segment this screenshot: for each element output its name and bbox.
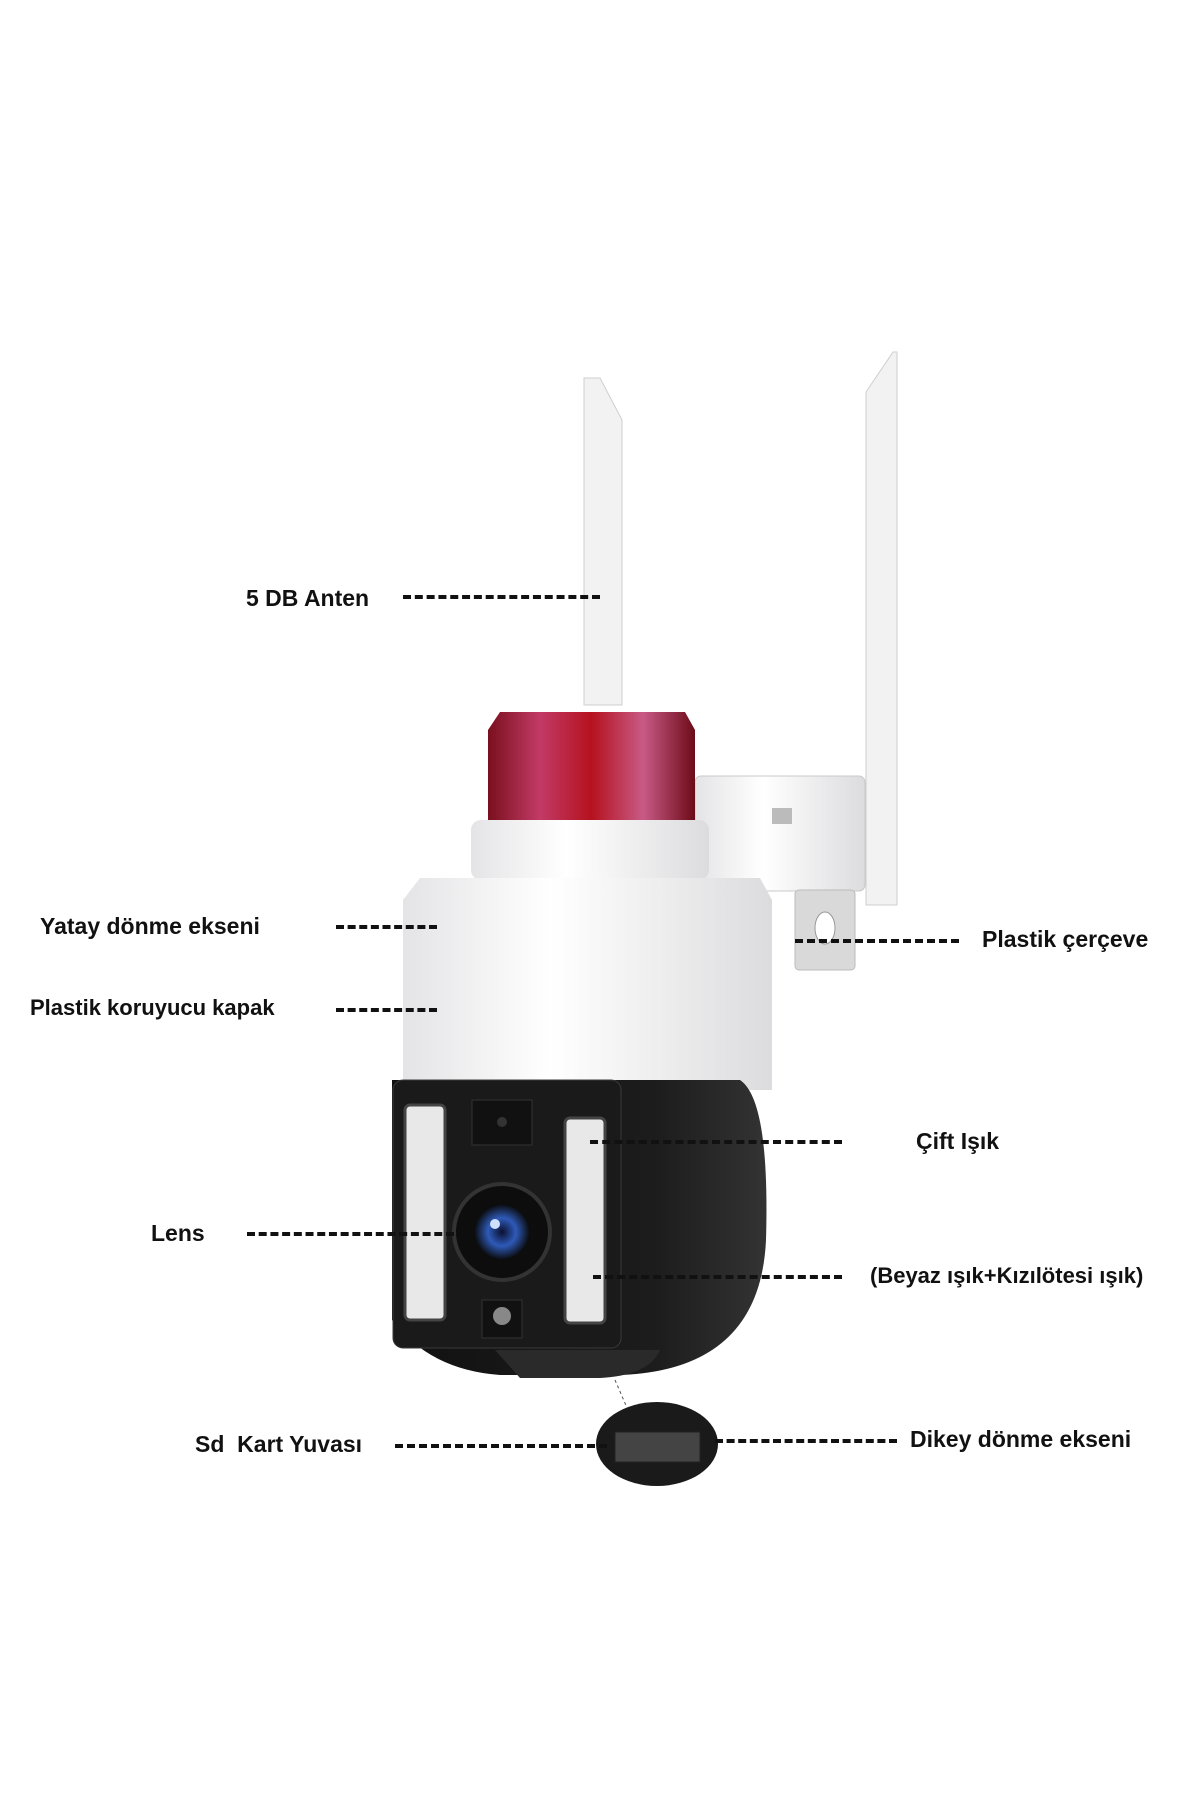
white-body [403,878,772,1090]
label-frame: Plastik çerçeve [982,926,1149,952]
label-lens: Lens [151,1220,205,1246]
leader-horizontal-axis [336,925,437,929]
label-light-types: (Beyaz ışık+Kızılötesi ışık) [870,1263,1144,1288]
leader-dual-light [590,1140,842,1144]
mount-bracket [694,775,866,971]
label-horizontal-axis: Yatay dönme ekseni [40,913,260,939]
antenna-left [583,377,623,706]
light-strip-left [403,1103,447,1322]
label-vertical-axis: Dikey dönme ekseni [910,1426,1132,1452]
label-cover: Plastik koruyucu kapak [30,995,275,1020]
leader-sd-slot [395,1444,607,1448]
leader-light-types [593,1275,842,1279]
label-dual-light: Çift Işık [916,1128,1000,1154]
leader-frame [795,939,959,943]
leader-antenna [403,595,600,599]
light-strip-right [563,1116,607,1325]
label-antenna: 5 DB Anten [246,585,370,611]
leader-vertical-axis [715,1439,897,1443]
leader-cover [336,1008,437,1012]
leader-lens [247,1232,454,1236]
siren-dome [488,712,695,820]
antenna-right [865,351,898,906]
label-sd-slot: Sd Kart Yuvası [195,1431,363,1457]
